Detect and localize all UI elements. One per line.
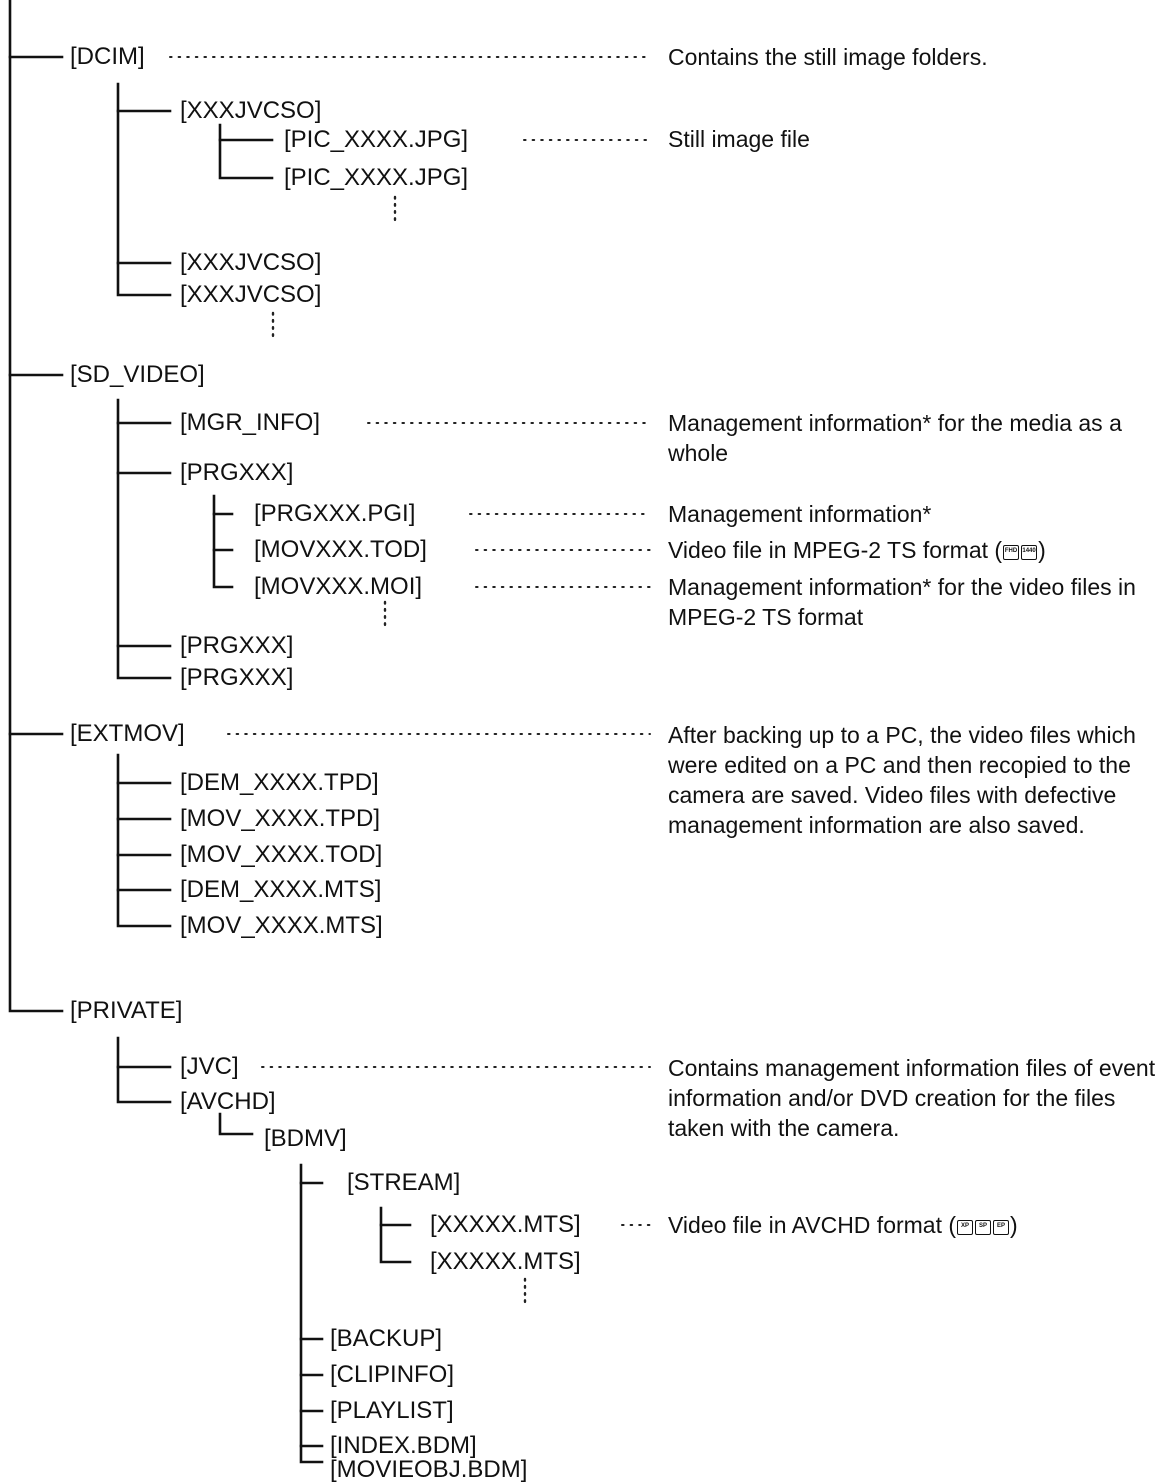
folder-jvc: [JVC] xyxy=(180,1053,239,1080)
file-movxxx-moi: [MOVXXX.MOI] xyxy=(254,573,423,600)
folder-clipinfo: [CLIPINFO] xyxy=(330,1361,455,1388)
file-mov-mts: [MOV_XXXX.MTS] xyxy=(180,912,383,939)
desc-tod-text: Video file in MPEG-2 TS format ( xyxy=(668,537,1003,563)
folder-mgr-info: [MGR_INFO] xyxy=(180,409,321,436)
folder-sd-video: [SD_VIDEO] xyxy=(70,361,205,388)
file-pic-jpg: [PIC_XXXX.JPG] xyxy=(284,164,469,191)
folder-xxxjvcso: [XXXJVCSO] xyxy=(180,249,322,276)
desc-jvc: Contains management information files of… xyxy=(668,1055,1156,1141)
desc-pic: Still image file xyxy=(668,126,810,152)
sp-mode-icon: SP xyxy=(975,1220,992,1235)
folder-extmov: [EXTMOV] xyxy=(70,720,185,747)
folder-prgxxx: [PRGXXX] xyxy=(180,664,294,691)
1440-mode-icon: 1440 xyxy=(1021,545,1038,560)
file-prgxxx-pgi: [PRGXXX.PGI] xyxy=(254,500,416,527)
folder-dcim: [DCIM] xyxy=(70,43,145,70)
folder-xxxjvcso: [XXXJVCSO] xyxy=(180,281,322,308)
folder-bdmv: [BDMV] xyxy=(264,1125,347,1152)
file-mov-tpd: [MOV_XXXX.TPD] xyxy=(180,805,381,832)
desc-avchd-close: ) xyxy=(1010,1212,1018,1238)
folder-private: [PRIVATE] xyxy=(70,997,183,1024)
file-movxxx-tod: [MOVXXX.TOD] xyxy=(254,536,427,563)
desc-mgr-info: Management information* for the media as… xyxy=(668,410,1122,466)
ep-mode-icon: EP xyxy=(993,1220,1010,1235)
xp-mode-icon: XP xyxy=(957,1220,974,1235)
file-mov-tod: [MOV_XXXX.TOD] xyxy=(180,841,383,868)
folder-xxxjvcso: [XXXJVCSO] xyxy=(180,97,322,124)
file-movieobj-bdm: [MOVIEOBJ.BDM] xyxy=(330,1456,528,1483)
folder-stream: [STREAM] xyxy=(347,1169,461,1196)
file-dem-mts: [DEM_XXXX.MTS] xyxy=(180,876,382,903)
file-pic-jpg: [PIC_XXXX.JPG] xyxy=(284,126,469,153)
desc-tod-close: ) xyxy=(1038,537,1046,563)
file-xxxxx-mts: [XXXXX.MTS] xyxy=(430,1248,581,1275)
file-xxxxx-mts: [XXXXX.MTS] xyxy=(430,1211,581,1238)
folder-avchd: [AVCHD] xyxy=(180,1088,276,1115)
desc-moi: Management information* for the video fi… xyxy=(668,574,1136,630)
folder-playlist: [PLAYLIST] xyxy=(330,1397,454,1424)
fhd-mode-icon: FHD xyxy=(1003,545,1020,560)
file-index-bdm: [INDEX.BDM] xyxy=(330,1432,477,1459)
desc-avchd-text: Video file in AVCHD format ( xyxy=(668,1212,957,1238)
folder-prgxxx: [PRGXXX] xyxy=(180,632,294,659)
file-dem-tpd: [DEM_XXXX.TPD] xyxy=(180,769,379,796)
desc-extmov: After backing up to a PC, the video file… xyxy=(668,722,1136,838)
folder-backup: [BACKUP] xyxy=(330,1325,443,1352)
folder-prgxxx: [PRGXXX] xyxy=(180,459,294,486)
desc-pgi: Management information* xyxy=(668,501,932,527)
desc-dcim: Contains the still image folders. xyxy=(668,44,988,70)
